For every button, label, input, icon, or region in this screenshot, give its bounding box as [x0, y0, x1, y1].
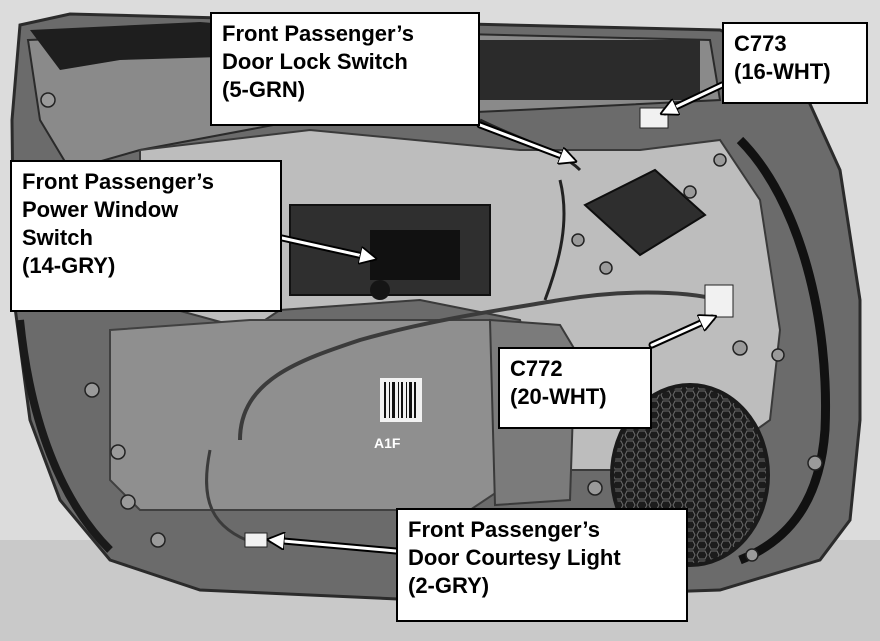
callout-line: Door Lock Switch — [222, 49, 408, 74]
callout-line: (14-GRY) — [22, 253, 116, 278]
callout-c773: C773 (16-WHT) — [722, 22, 868, 104]
callout-line: (2-GRY) — [408, 573, 490, 598]
callout-line: Door Courtesy Light — [408, 545, 621, 570]
callout-line: Front Passenger’s — [22, 169, 214, 194]
part-label: A1F — [374, 435, 401, 451]
callout-line: (20-WHT) — [510, 384, 607, 409]
callout-line: Switch — [22, 225, 93, 250]
callout-courtesy-light: Front Passenger’s Door Courtesy Light (2… — [396, 508, 688, 622]
callout-door-lock-switch: Front Passenger’s Door Lock Switch (5-GR… — [210, 12, 480, 126]
callout-line: Front Passenger’s — [408, 517, 600, 542]
lower-trim-panel — [109, 319, 512, 511]
callout-power-window-switch: Front Passenger’s Power Window Switch (1… — [10, 160, 282, 312]
callout-line: Front Passenger’s — [222, 21, 414, 46]
callout-line: (16-WHT) — [734, 59, 831, 84]
callout-line: C772 — [510, 356, 563, 381]
callout-line: Power Window — [22, 197, 179, 222]
callout-line: (5-GRN) — [222, 77, 306, 102]
callout-c772: C772 (20-WHT) — [498, 347, 652, 429]
callout-line: C773 — [734, 31, 787, 56]
